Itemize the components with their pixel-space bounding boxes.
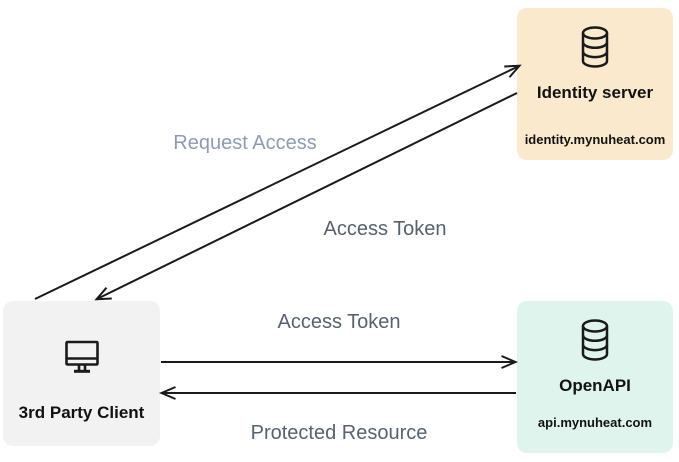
identity-server-node: Identity server identity.mynuheat.com (517, 8, 673, 160)
openapi-node: OpenAPI api.mynuheat.com (517, 301, 673, 453)
protected-resource-label: Protected Resource (250, 422, 428, 444)
access-token-lower-label: Access Token (277, 311, 401, 333)
access-token-upper-label: Access Token (323, 218, 447, 240)
third-party-client-title: 3rd Party Client (18, 403, 145, 422)
identity-server-title: Identity server (536, 83, 654, 102)
third-party-client-node: 3rd Party Client (3, 301, 160, 446)
identity-server-domain: identity.mynuheat.com (524, 132, 666, 147)
openapi-title: OpenAPI (559, 376, 631, 395)
monitor-icon (62, 337, 102, 382)
database-icon (578, 26, 612, 73)
openapi-domain: api.mynuheat.com (537, 415, 653, 430)
access-token-return-arrow (94, 92, 518, 301)
request-access-arrow (34, 64, 522, 300)
database-icon (578, 319, 612, 366)
request-access-label: Request Access (173, 132, 317, 154)
